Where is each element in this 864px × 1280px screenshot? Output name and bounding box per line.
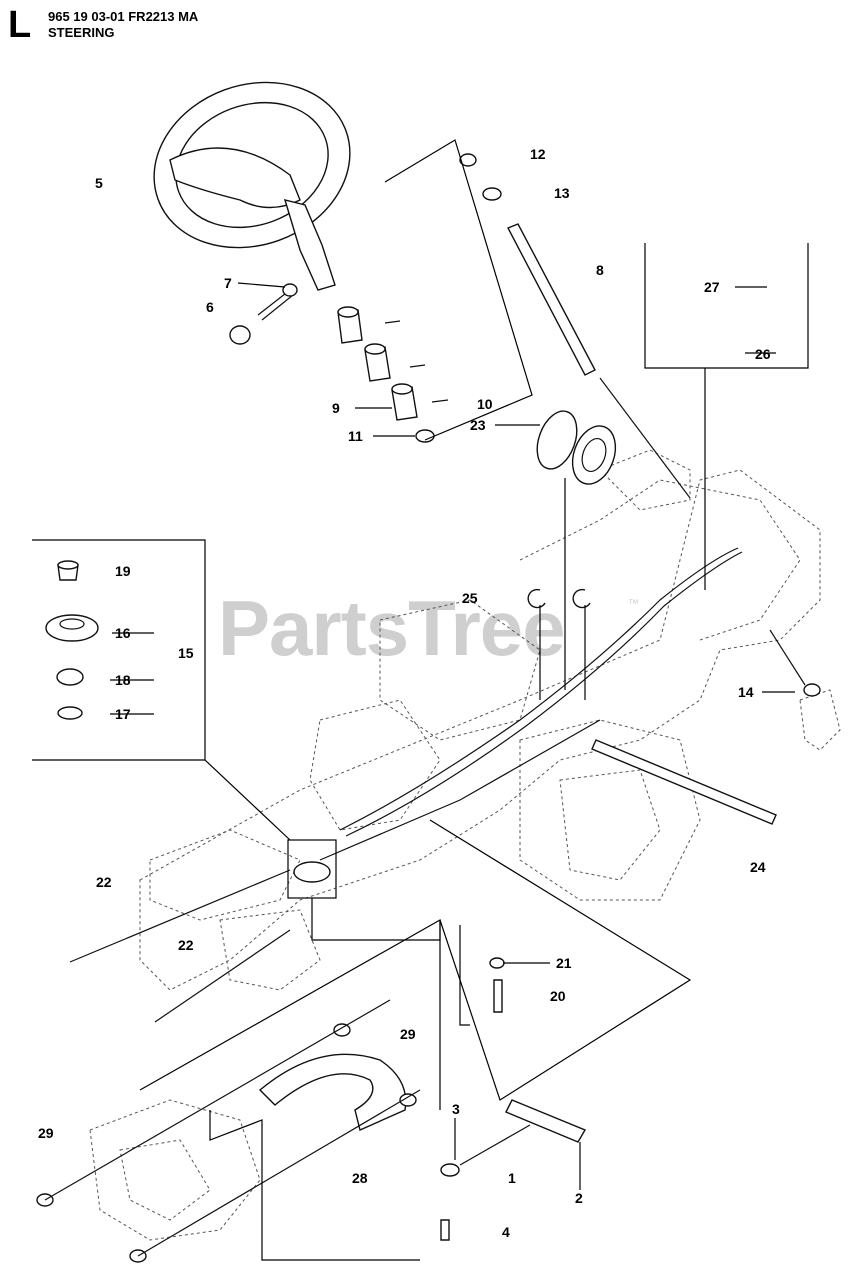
callout-23: 23	[470, 417, 486, 433]
clip-part-25	[527, 588, 591, 609]
callout-18: 18	[115, 672, 131, 688]
steering-cable	[319, 547, 743, 861]
washer-part-7	[282, 283, 298, 297]
rod-part-22	[69, 869, 291, 1023]
callout-numbers: 5 7 6 12 13 8 27 26 9 10 11 23 19 25 16 …	[38, 146, 771, 1240]
chassis-ghost-outline	[89, 449, 841, 1241]
rod-part-24	[591, 739, 777, 825]
watermark: PartsTree	[218, 584, 566, 672]
callout-28: 28	[352, 1170, 368, 1186]
callout-26: 26	[755, 346, 771, 362]
callout-17: 17	[115, 706, 131, 722]
callout-16: 16	[115, 625, 131, 641]
callout-4: 4	[502, 1224, 510, 1240]
callout-frames	[32, 139, 809, 1261]
leader-lines	[110, 282, 795, 964]
callout-5: 5	[95, 175, 103, 191]
steering-column-part-8	[459, 153, 691, 499]
watermark-trademark: ™	[628, 598, 639, 610]
steering-wheel	[153, 81, 351, 291]
section-letter: L	[8, 4, 32, 46]
callout-20: 20	[550, 988, 566, 1004]
callout-24: 24	[750, 859, 766, 875]
callout-13: 13	[554, 185, 570, 201]
bolt-part-14	[769, 629, 821, 697]
callout-12: 12	[530, 146, 546, 162]
callout-29-right: 29	[400, 1026, 416, 1042]
callout-25: 25	[462, 590, 478, 606]
bolt-part-6	[229, 289, 294, 345]
bracket-part-28	[36, 999, 421, 1263]
bolt-part-20	[489, 957, 505, 1013]
callout-29-left: 29	[38, 1125, 54, 1141]
bushing-detail	[45, 560, 331, 883]
link-part-1	[440, 1124, 531, 1177]
callout-10: 10	[477, 396, 493, 412]
callout-22-upper: 22	[96, 874, 112, 890]
callout-6: 6	[206, 299, 214, 315]
coupling-stack	[337, 306, 449, 443]
section-title: STEERING	[48, 25, 115, 40]
callout-7: 7	[224, 275, 232, 291]
gear-part-23	[536, 410, 617, 485]
callout-9: 9	[332, 400, 340, 416]
callout-11: 11	[348, 428, 363, 444]
model-number: 965 19 03-01 FR2213 MA	[48, 9, 199, 24]
callout-27: 27	[704, 279, 720, 295]
callout-19: 19	[115, 563, 131, 579]
callout-22-lower: 22	[178, 937, 194, 953]
callout-2: 2	[575, 1190, 583, 1206]
callout-1: 1	[508, 1170, 516, 1186]
callout-3: 3	[452, 1101, 460, 1117]
callout-14: 14	[738, 684, 754, 700]
plate-part-2	[505, 1099, 587, 1143]
callout-15: 15	[178, 645, 194, 661]
screw-part-4	[440, 1219, 450, 1241]
callout-8: 8	[596, 262, 604, 278]
callout-21: 21	[556, 955, 572, 971]
